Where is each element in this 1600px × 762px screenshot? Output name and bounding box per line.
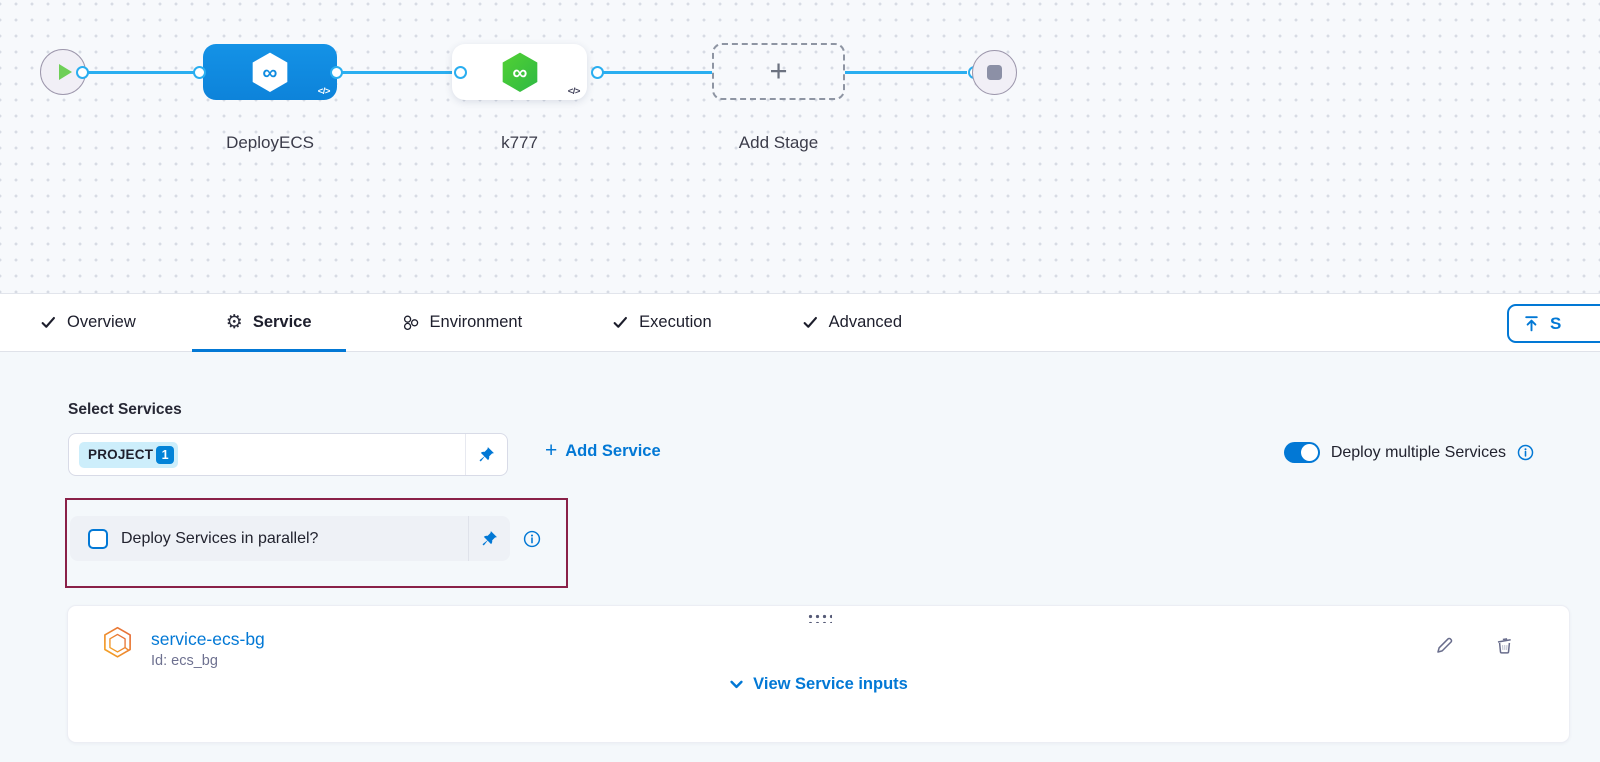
pipeline-end-node (972, 50, 1017, 95)
tab-label: Execution (639, 313, 712, 331)
view-service-inputs-link[interactable]: View Service inputs (68, 675, 1569, 694)
check-icon (613, 316, 628, 328)
tab-advanced[interactable]: Advanced (768, 294, 936, 351)
info-icon[interactable] (1517, 444, 1534, 461)
service-id-text: Id: ecs_bg (151, 653, 218, 669)
edit-service-button[interactable] (1431, 632, 1457, 658)
pipeline-canvas: ∞ </> ∞ </> + DeployECS k777 Add Stage (0, 0, 1600, 293)
add-service-label: Add Service (565, 442, 661, 460)
stage-label: k777 (501, 133, 538, 152)
parallel-option-highlight-box: Deploy Services in parallel? (65, 498, 568, 588)
gear-icon: ⚙ (225, 312, 243, 333)
code-badge-icon: </> (317, 86, 331, 97)
deploy-multiple-label: Deploy multiple Services (1330, 443, 1506, 461)
stage-node-deployecs[interactable]: ∞ </> (203, 44, 337, 100)
service-hexagon-icon (104, 626, 131, 658)
save-button[interactable]: S (1507, 304, 1600, 343)
service-card: service-ecs-bg Id: ecs_bg View Service i… (67, 605, 1570, 743)
pencil-icon (1436, 637, 1452, 653)
services-multiselect-input[interactable]: PROJECT 1 (68, 433, 508, 476)
stage-config-tabbar: Overview ⚙ Service Environment Execution… (0, 293, 1600, 352)
stage-node-k777[interactable]: ∞ </> (452, 44, 587, 100)
deploy-parallel-field: Deploy Services in parallel? (70, 516, 510, 561)
connector-wire (82, 70, 199, 74)
project-scope-chip[interactable]: PROJECT 1 (79, 441, 179, 468)
svg-text:∞: ∞ (263, 61, 278, 84)
play-icon (58, 64, 72, 80)
pin-services-button[interactable] (465, 434, 507, 475)
pin-icon (482, 531, 497, 546)
deploy-parallel-checkbox[interactable] (88, 528, 108, 549)
connector-port (75, 65, 89, 79)
delete-service-button[interactable] (1491, 632, 1517, 658)
connector-port (192, 65, 206, 79)
project-chip-label: PROJECT (88, 447, 154, 462)
project-chip-count-badge: 1 (156, 445, 175, 464)
select-services-label: Select Services (68, 401, 182, 418)
connector-port (590, 65, 604, 79)
check-icon (41, 316, 55, 328)
plus-icon: + (545, 439, 558, 462)
trash-icon (1497, 637, 1511, 654)
deploy-multiple-toggle[interactable] (1283, 442, 1320, 463)
drag-handle-icon[interactable] (805, 612, 832, 623)
view-service-inputs-label: View Service inputs (753, 675, 908, 693)
deploy-parallel-label: Deploy Services in parallel? (121, 529, 319, 547)
deploy-multiple-services-row: Deploy multiple Services (1283, 442, 1534, 463)
tab-service[interactable]: ⚙ Service (191, 294, 346, 352)
environments-icon (403, 315, 418, 330)
connector-port (453, 65, 467, 79)
upload-icon (1525, 316, 1538, 332)
pin-parallel-button[interactable] (468, 516, 510, 561)
check-icon (803, 316, 817, 328)
stage-label: Add Stage (738, 133, 819, 152)
stage-label: DeployECS (226, 133, 314, 152)
pin-icon (479, 447, 494, 462)
add-stage-button[interactable]: + (712, 43, 845, 100)
tab-label: Service (252, 313, 312, 331)
add-service-button[interactable]: + Add Service (545, 439, 661, 462)
connector-wire (845, 70, 967, 74)
toggle-knob (1300, 444, 1318, 461)
code-badge-icon: </> (567, 86, 581, 97)
tab-label: Overview (67, 313, 136, 331)
harness-logo-icon: ∞ (252, 52, 288, 92)
service-name-link[interactable]: service-ecs-bg (151, 629, 265, 649)
tab-execution[interactable]: Execution (578, 294, 745, 351)
plus-icon: + (769, 52, 788, 88)
harness-logo-icon: ∞ (502, 52, 537, 92)
tab-environment[interactable]: Environment (368, 294, 557, 351)
stop-icon (987, 65, 1002, 80)
connector-wire (597, 70, 712, 74)
tab-overview[interactable]: Overview (6, 294, 170, 351)
connector-port (329, 65, 343, 79)
chevron-down-icon (730, 680, 743, 689)
save-button-label: S (1550, 313, 1562, 333)
service-tab-panel: Select Services PROJECT 1 + Add Service … (0, 352, 1600, 762)
connector-wire (336, 70, 460, 74)
tab-label: Advanced (828, 313, 903, 331)
info-icon[interactable] (523, 530, 541, 548)
svg-text:∞: ∞ (512, 61, 527, 84)
tab-label: Environment (429, 313, 523, 331)
